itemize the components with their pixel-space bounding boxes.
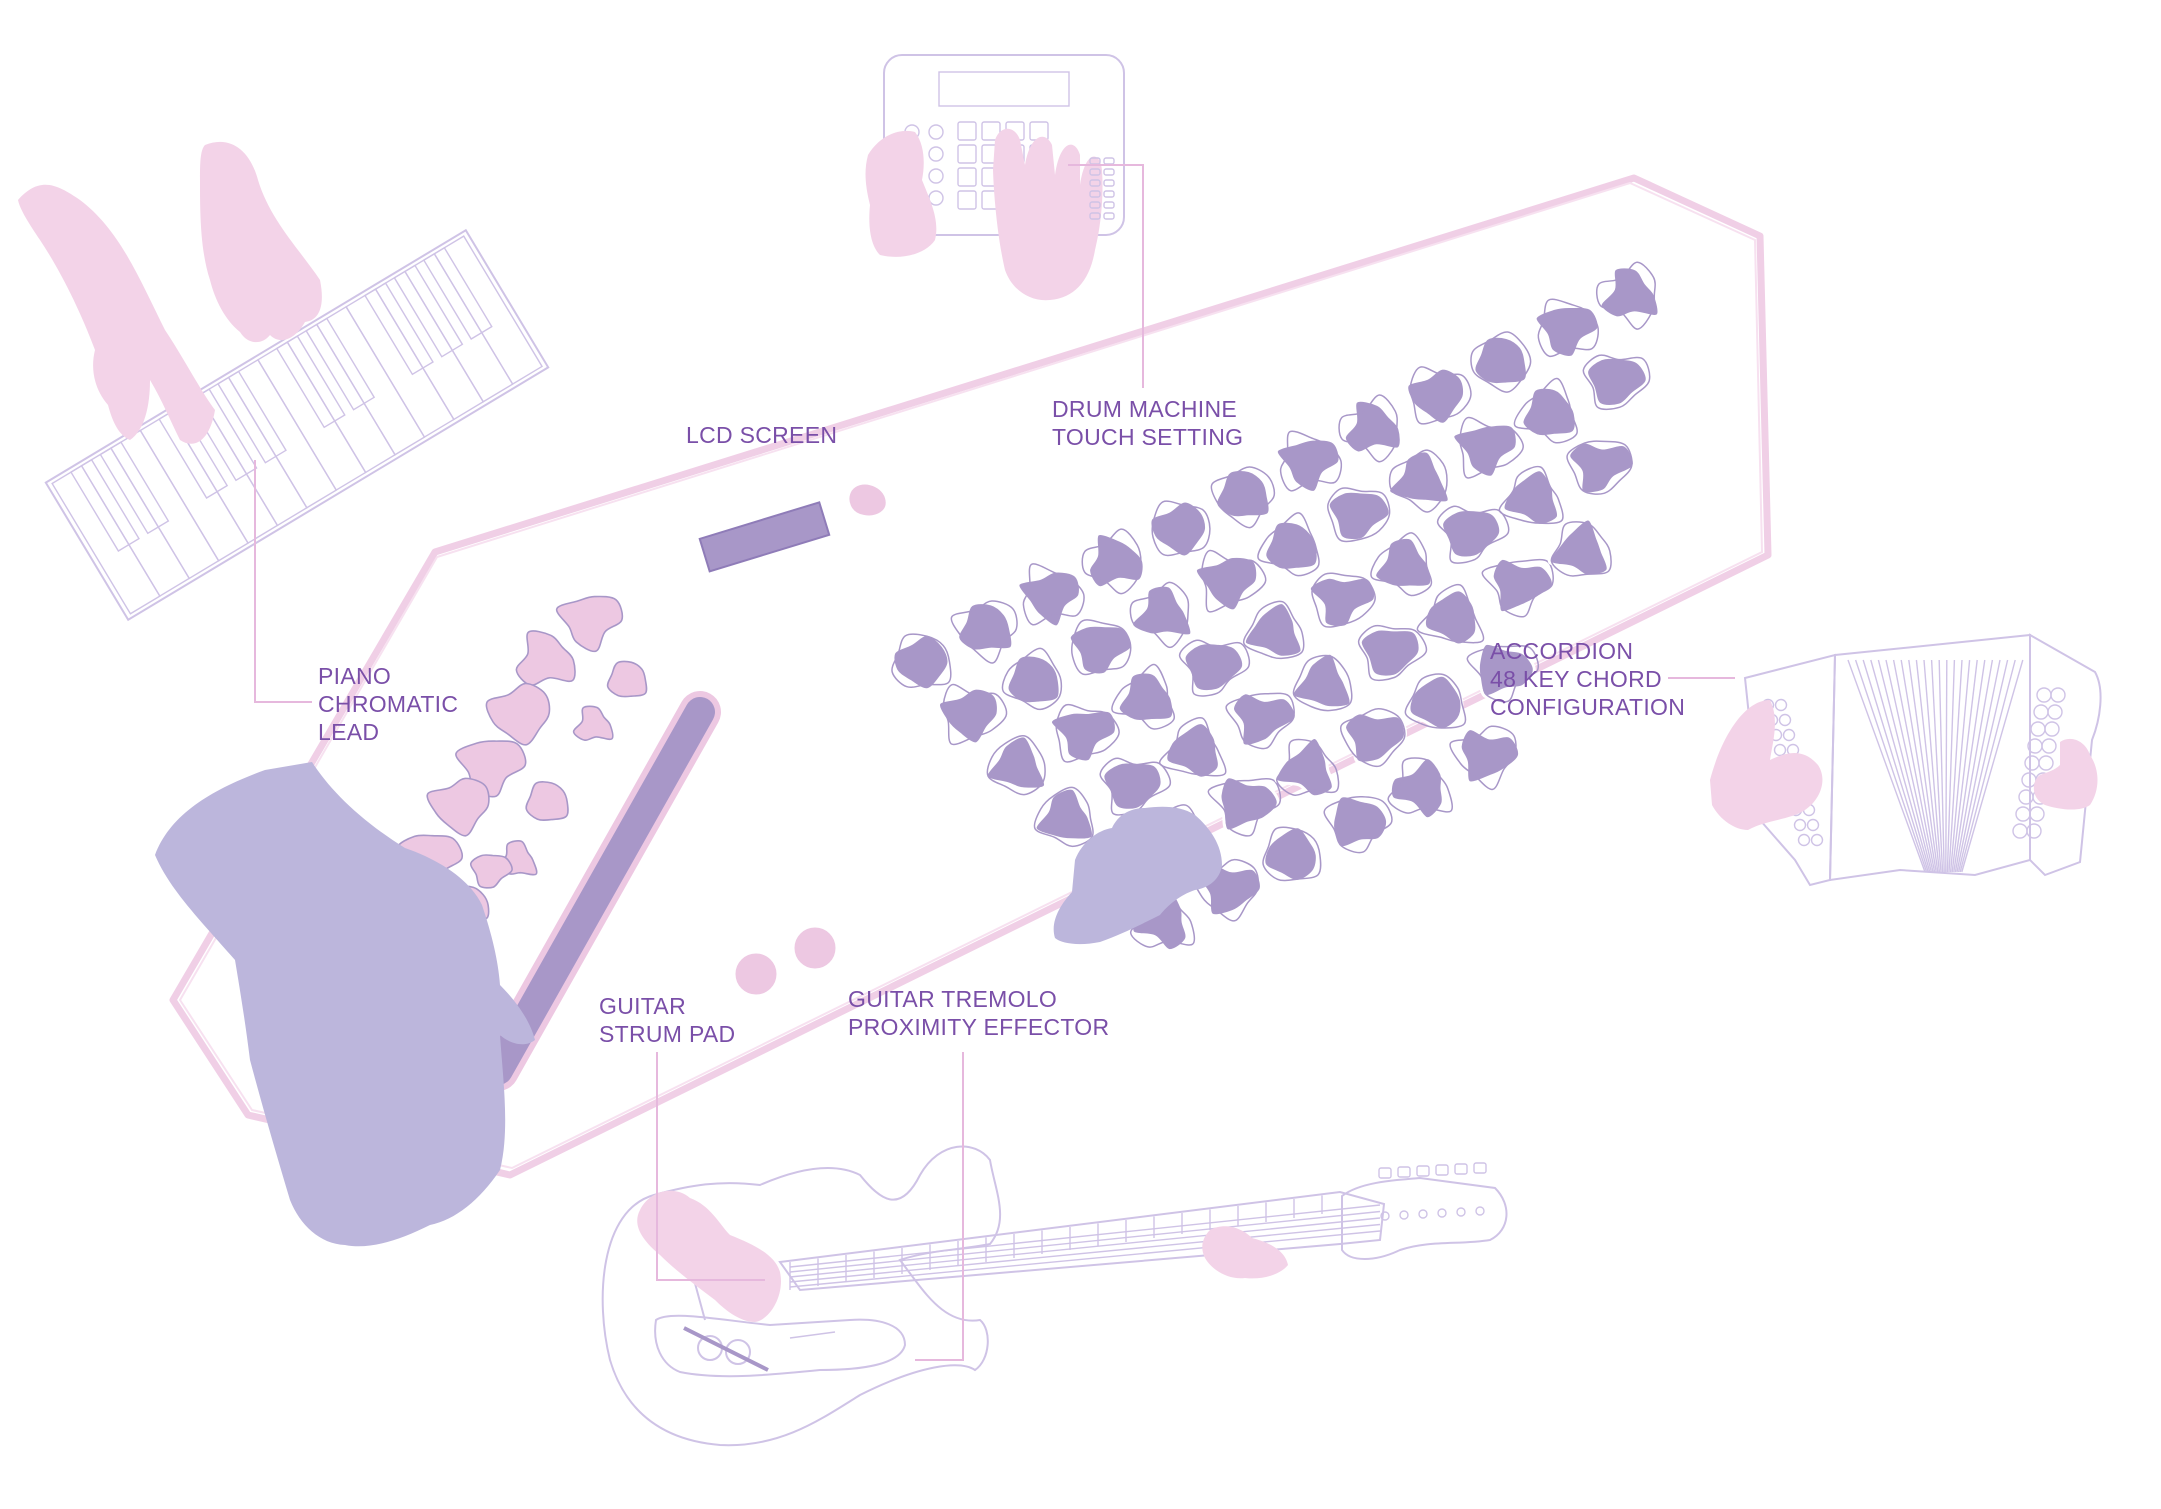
drum-side-button <box>1104 202 1114 208</box>
tremolo-sensor-2 <box>793 926 837 970</box>
drum-side-button <box>1104 158 1114 164</box>
white-key <box>346 289 454 437</box>
drum-button <box>929 169 943 183</box>
string <box>790 1212 1380 1273</box>
accordion-key <box>2051 688 2065 702</box>
accordion-label-line3: CONFIGURATION <box>1490 694 1685 720</box>
drum-pad <box>1345 713 1406 763</box>
string <box>790 1225 1380 1283</box>
guitar-tremolo-label-line2: PROXIMITY EFFECTOR <box>848 1014 1109 1040</box>
accordion-key <box>2039 756 2053 770</box>
piano-label-line2: CHROMATIC <box>318 691 458 717</box>
string <box>790 1205 1380 1267</box>
tuner-peg <box>1476 1207 1484 1215</box>
tuner-peg <box>1400 1211 1408 1219</box>
drum-button <box>929 191 943 205</box>
bellow-fold <box>1962 660 2023 872</box>
tuner-key <box>1398 1167 1410 1177</box>
accordion-button <box>1775 745 1786 756</box>
tuner-key <box>1417 1166 1429 1176</box>
tuner-peg <box>1438 1209 1446 1217</box>
accordion-label-line2: 48 KEY CHORD <box>1490 666 1662 692</box>
accordion-button <box>1808 820 1819 831</box>
drum-pad-square <box>958 191 976 209</box>
drum-side-button <box>1104 213 1114 219</box>
bellow-fold <box>1957 660 2000 872</box>
bellow-fold <box>1856 660 1927 872</box>
white-key <box>258 342 366 490</box>
drum-pad <box>1460 729 1519 783</box>
accordion-key <box>2025 756 2039 770</box>
bellow-fold <box>1960 660 2015 872</box>
drum-pad <box>1333 796 1388 848</box>
accordion-button <box>1812 835 1823 846</box>
tremolo-sensor-1 <box>734 952 778 996</box>
tuner-peg <box>1457 1208 1465 1216</box>
accordion-key <box>2030 807 2044 821</box>
tuner-peg <box>1419 1210 1427 1218</box>
drum-pad-square <box>958 168 976 186</box>
lcd-screen-label: LCD SCREEN <box>686 422 837 448</box>
tuner-key <box>1379 1168 1391 1178</box>
drum-pad <box>1474 336 1528 384</box>
accordion-key <box>2016 807 2030 821</box>
string <box>790 1231 1380 1287</box>
guitar-strum-label-line2: STRUM PAD <box>599 1021 735 1047</box>
bellow-fold <box>1939 660 1944 872</box>
bellow-fold <box>1954 660 1985 872</box>
accordion-key <box>2042 739 2056 753</box>
accordion-key <box>2048 705 2062 719</box>
accordion-button <box>1799 835 1810 846</box>
white-key <box>52 466 160 614</box>
accordion-key <box>2034 705 2048 719</box>
bellow-fold <box>1946 660 1947 872</box>
drum-side-button <box>1104 169 1114 175</box>
tuner-key <box>1436 1165 1448 1175</box>
drum-pad-square <box>1030 122 1048 140</box>
accordion-button <box>1780 715 1791 726</box>
accordion-key <box>2037 688 2051 702</box>
accordion-key <box>2031 722 2045 736</box>
drum-side-button <box>1104 191 1114 197</box>
tuner-key <box>1474 1163 1486 1173</box>
guitar-tremolo-label-line1: GUITAR TREMOLO <box>848 986 1057 1012</box>
drum-pad-square <box>958 122 976 140</box>
tuner-key <box>1455 1164 1467 1174</box>
piano-label-line3: LEAD <box>318 719 379 745</box>
drum-machine-icon <box>866 55 1124 300</box>
bellow-fold <box>1959 660 2008 872</box>
drum-button <box>929 147 943 161</box>
accordion-key <box>2013 824 2027 838</box>
drum-machine-label-line2: TOUCH SETTING <box>1052 424 1243 450</box>
accordion-button <box>1784 730 1795 741</box>
piano-label-line1: PIANO <box>318 663 391 689</box>
drum-side-button <box>1104 180 1114 186</box>
accordion-label-line1: ACCORDION <box>1490 638 1633 664</box>
accordion-key <box>2045 722 2059 736</box>
drum-button <box>929 125 943 139</box>
drum-machine-label-line1: DRUM MACHINE <box>1052 396 1237 422</box>
accordion-button <box>1795 820 1806 831</box>
accordion-button <box>1776 700 1787 711</box>
drum-pad-square <box>958 145 976 163</box>
electric-guitar-icon <box>603 1146 1507 1445</box>
accordion-icon <box>1710 635 2101 885</box>
guitar-strum-label-line1: GUITAR <box>599 993 686 1019</box>
